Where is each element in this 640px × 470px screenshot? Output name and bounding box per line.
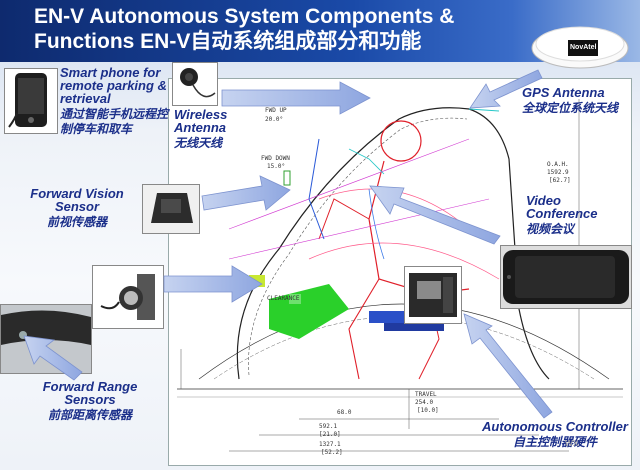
gps-antenna-label-zh: 全球定位系统天线 <box>522 101 619 115</box>
gps-brand: NovAtel <box>570 44 597 51</box>
video-screen-photo <box>500 245 632 309</box>
oah-label: O.A.H. <box>547 161 569 168</box>
vehicle-front-photo <box>0 304 92 374</box>
oah-inch: [62.7] <box>549 177 571 184</box>
video-conference-label: Video Conference 视频会议 <box>526 194 636 237</box>
forward-range-label: Forward Range Sensors 前部距离传感器 <box>30 380 150 423</box>
dim-1327: 1327.1 <box>319 441 341 448</box>
smartphone-photo <box>4 68 58 134</box>
dim-68: 68.0 <box>337 409 352 416</box>
gps-antenna-photo: NovAtel <box>528 18 632 70</box>
smartphone-label-en: Smart phone for remote parking & retriev… <box>60 65 167 106</box>
smartphone-label-zh: 通过智能手机远程控制停车和取车 <box>60 107 169 136</box>
wireless-antenna-label-zh: 无线天线 <box>174 136 223 150</box>
forward-vision-label: Forward Vision Sensor 前视传感器 <box>14 187 140 230</box>
travel-inch: [10.0] <box>417 407 439 414</box>
dim-21: [21.0] <box>319 431 341 438</box>
gps-antenna-label-en: GPS Antenna <box>522 85 605 100</box>
fwd-down-label: FWD DOWN <box>261 155 290 162</box>
wireless-antenna-photo <box>172 62 218 106</box>
gps-antenna-label: GPS Antenna 全球定位系统天线 <box>522 86 634 116</box>
forward-vision-label-en: Forward Vision Sensor <box>30 186 124 214</box>
controller-label-en: Autonomous Controller <box>482 419 628 434</box>
forward-vision-label-zh: 前视传感器 <box>46 215 107 229</box>
dim-592: 592.1 <box>319 423 338 430</box>
range-sensor-photo <box>92 265 164 329</box>
forward-range-label-en: Forward Range Sensors <box>42 379 138 407</box>
oah-value: 1592.9 <box>547 169 569 176</box>
dim-52: [52.2] <box>321 449 343 456</box>
title-line-1: EN-V Autonomous System Components & <box>34 5 455 28</box>
wireless-antenna-label: Wireless Antenna 无线天线 <box>174 108 254 151</box>
controller-photo <box>404 266 462 324</box>
fwd-up-label: FWD UP <box>265 107 287 114</box>
forward-vision-photo <box>142 184 200 234</box>
forward-range-label-zh: 前部距离传感器 <box>47 408 132 422</box>
travel-label: TRAVEL <box>415 391 437 398</box>
wireless-antenna-label-en: Wireless Antenna <box>174 107 228 135</box>
controller-label: Autonomous Controller 自主控制器硬件 <box>470 420 640 450</box>
smartphone-label: Smart phone for remote parking & retriev… <box>60 66 170 137</box>
video-conference-label-en: Video Conference <box>526 193 598 221</box>
controller-label-zh: 自主控制器硬件 <box>512 435 597 449</box>
title-line-2: Functions EN-V自动系统组成部分和功能 <box>34 30 422 53</box>
video-conference-label-zh: 视频会议 <box>526 222 575 236</box>
fwd-up-value: 20.0° <box>265 116 284 123</box>
clearance-label: CLEARANCE <box>267 295 300 302</box>
page-title: EN-V Autonomous System Components & Func… <box>34 4 454 54</box>
fwd-down-value: 15.0° <box>267 163 286 170</box>
travel-value: 254.0 <box>415 399 434 406</box>
watermark: wx <box>565 437 579 449</box>
